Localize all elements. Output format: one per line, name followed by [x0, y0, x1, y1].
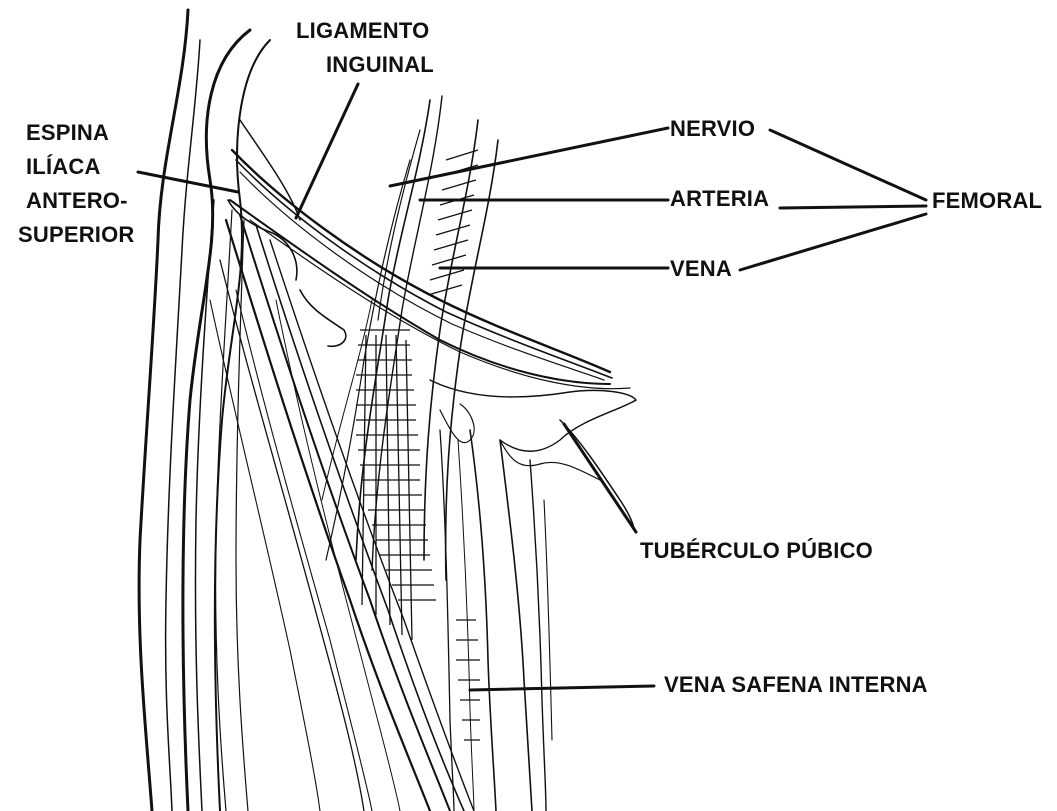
label-nervio: NERVIO — [670, 112, 755, 146]
label-line: ANTERO- — [26, 184, 135, 218]
leader-femoral-nervio — [770, 130, 926, 200]
inguinal-ligament — [228, 120, 630, 389]
lateral-muscle-fibers — [139, 10, 474, 811]
label-line: INGUINAL — [296, 48, 434, 82]
label-line: LIGAMENTO — [296, 14, 434, 48]
leader-femoral-arteria — [780, 206, 926, 208]
label-line: ILÍACA — [26, 150, 135, 184]
vessel-hatching — [356, 150, 480, 740]
label-line: ESPINA — [26, 116, 135, 150]
leader-ligamento-inguinal — [296, 84, 358, 218]
leader-nervio — [390, 128, 668, 186]
label-arteria: ARTERIA — [670, 182, 769, 216]
label-ligamento-inguinal: LIGAMENTO INGUINAL — [296, 14, 434, 82]
label-tuberculo-pubico: TUBÉRCULO PÚBICO — [640, 534, 873, 568]
leader-tuberculo-pubico — [564, 424, 636, 532]
label-vena-safena-interna: VENA SAFENA INTERNA — [664, 668, 928, 702]
label-femoral: FEMORAL — [932, 184, 1042, 218]
label-vena: VENA — [670, 252, 732, 286]
leader-vena-safena — [470, 686, 654, 690]
pubic-region — [430, 380, 636, 811]
label-espina-iliaca: ESPINA ILÍACA ANTERO- SUPERIOR — [26, 116, 135, 252]
leader-femoral-vena — [740, 214, 926, 270]
label-line: SUPERIOR — [18, 218, 135, 252]
